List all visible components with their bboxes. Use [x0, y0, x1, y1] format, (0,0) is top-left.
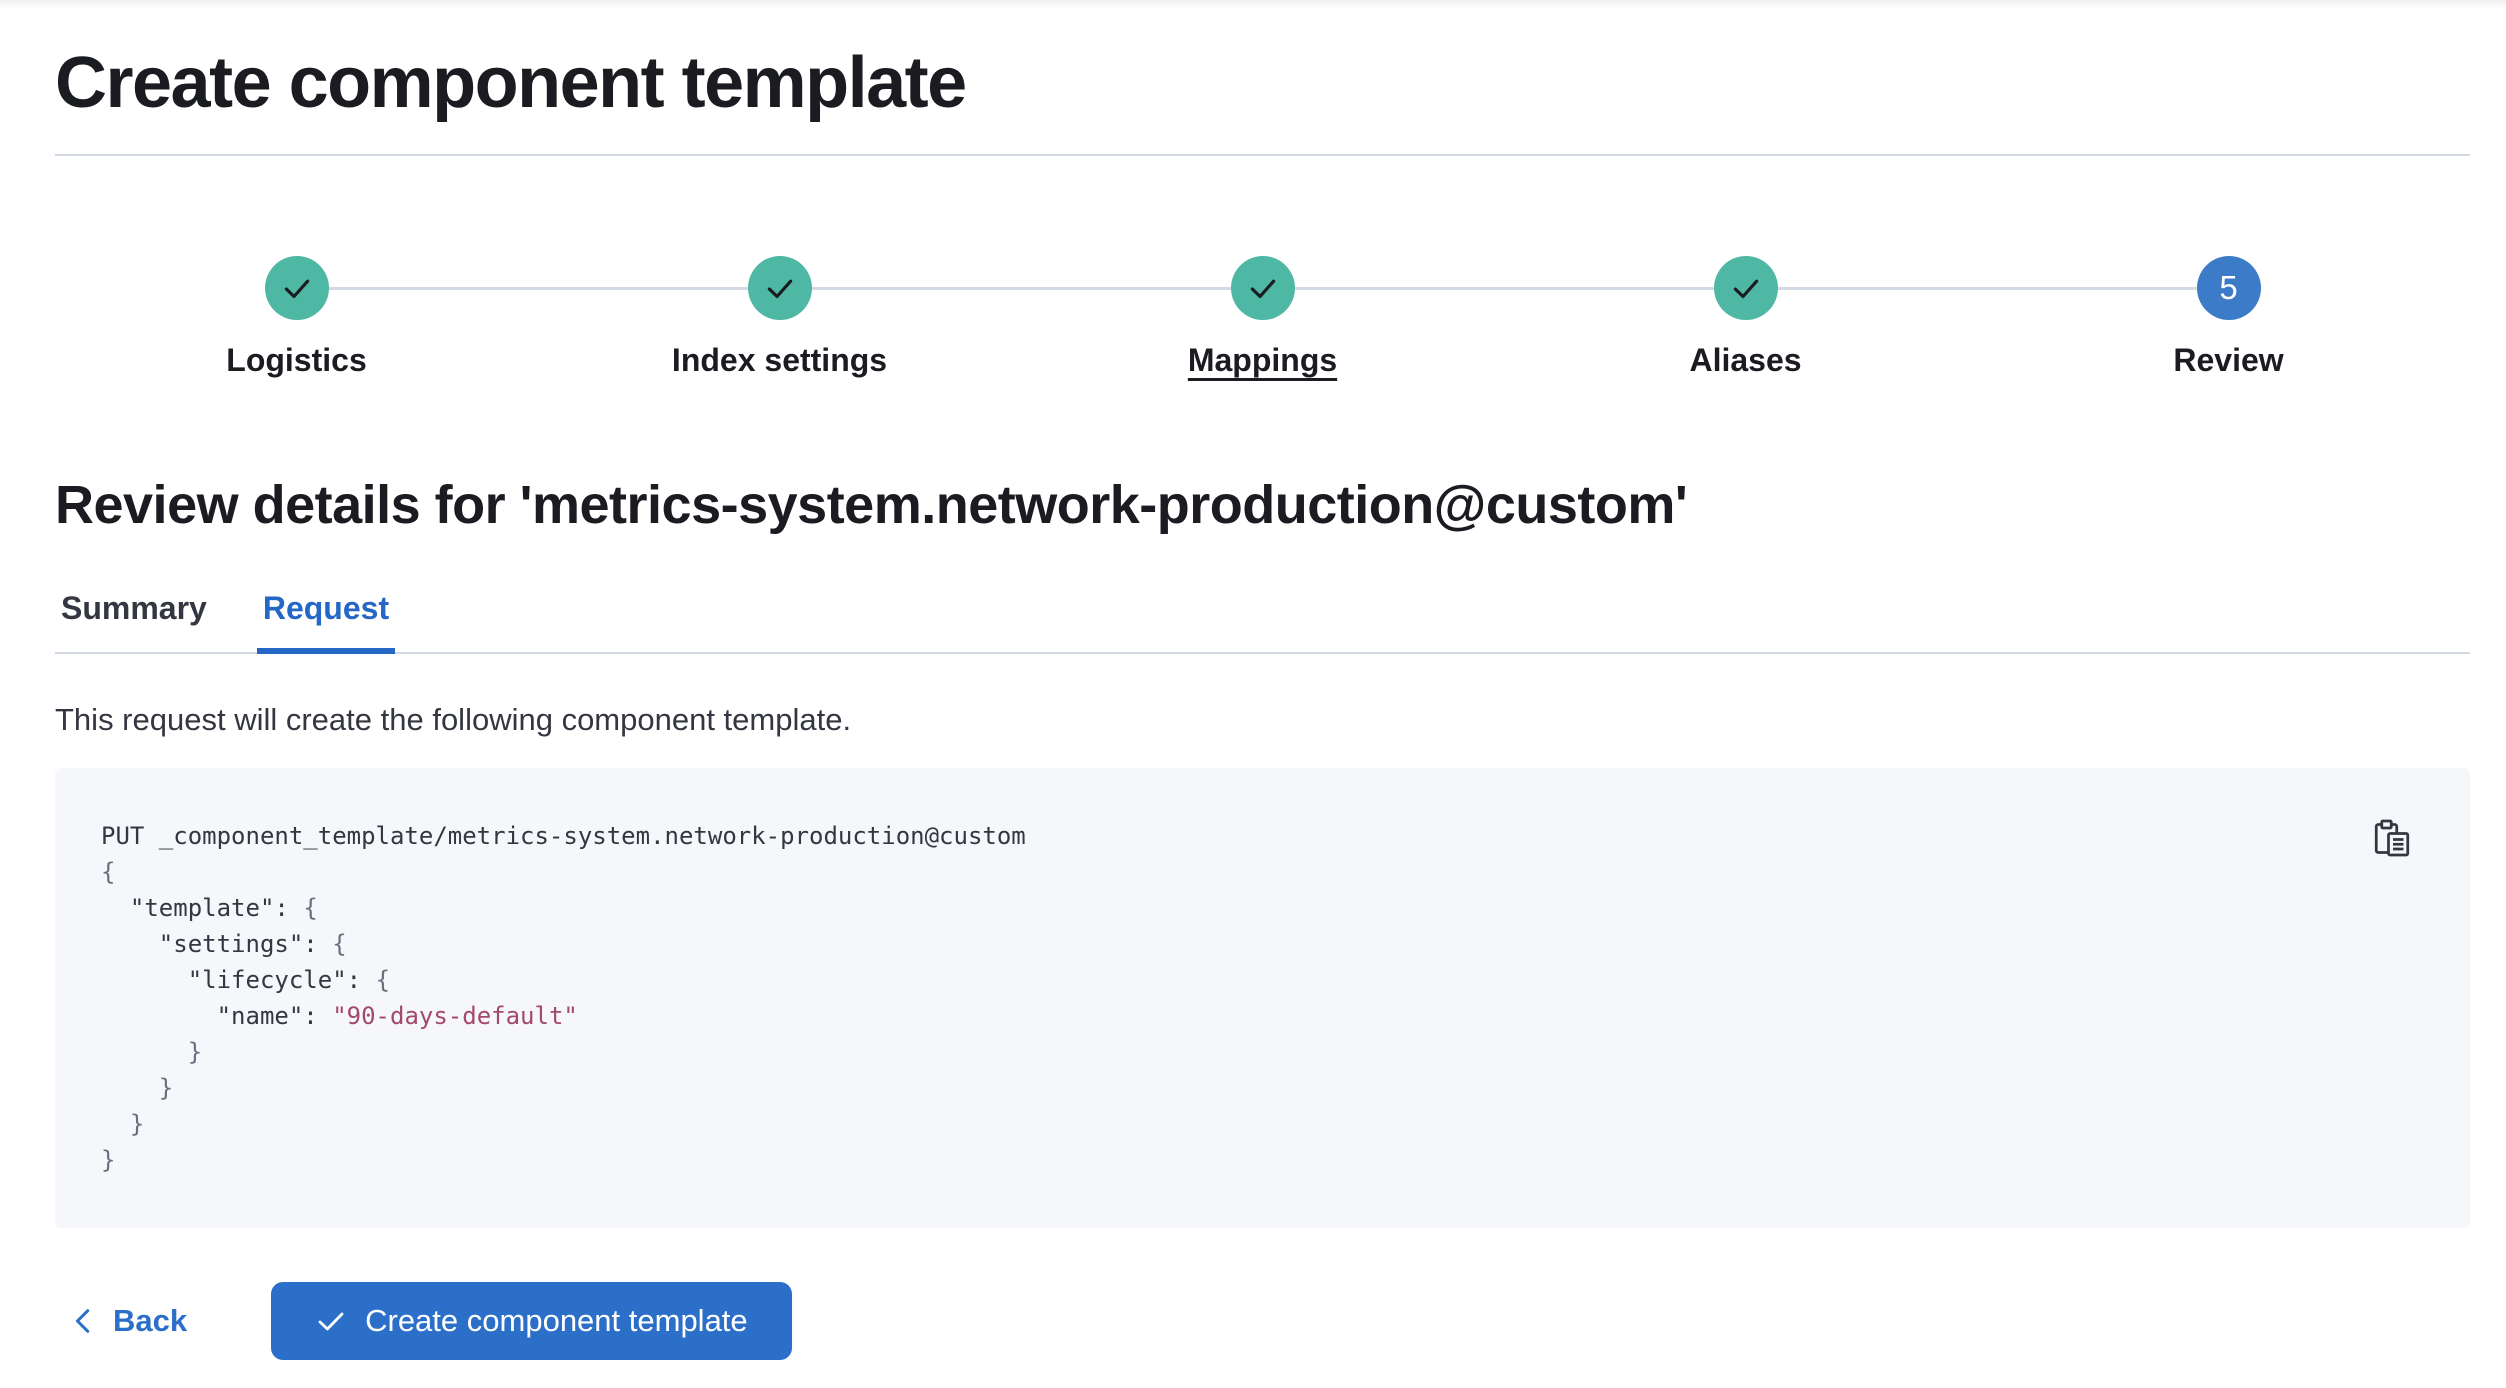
request-code: PUT _component_template/metrics-system.n… [101, 822, 1026, 1174]
check-icon [315, 1305, 347, 1337]
review-tabs: Summary Request [55, 588, 2470, 654]
chevron-left-icon [69, 1306, 99, 1336]
step-label: Logistics [226, 342, 367, 378]
step-label: Mappings [1187, 342, 1338, 378]
request-description: This request will create the following c… [55, 702, 852, 737]
create-component-template-page: Create component template Logistics Index… [0, 42, 2506, 1360]
check-icon [1230, 256, 1295, 320]
check-icon [264, 256, 329, 320]
step-label: Aliases [1689, 342, 1802, 378]
tab-request[interactable]: Request [256, 588, 396, 654]
stepper-step-aliases[interactable]: Aliases [1504, 256, 1987, 380]
check-icon [1713, 256, 1778, 320]
wizard-footer: Back Create component template [55, 1282, 2470, 1360]
window-top-edge [0, 0, 2506, 10]
check-icon [747, 256, 812, 320]
review-heading: Review details for 'metrics-system.netwo… [55, 475, 1688, 535]
step-label: Index settings [671, 342, 888, 378]
back-button-label: Back [113, 1303, 188, 1338]
stepper-step-index-settings[interactable]: Index settings [538, 256, 1021, 380]
create-component-template-label: Create component template [365, 1303, 748, 1338]
request-code-block: PUT _component_template/metrics-system.n… [55, 768, 2470, 1228]
step-number-badge: 5 [2196, 256, 2261, 320]
copy-button[interactable] [2372, 818, 2412, 858]
page-title: Create component template [55, 43, 967, 123]
back-button[interactable]: Back [55, 1303, 207, 1339]
stepper-step-mappings[interactable]: Mappings [1021, 256, 1504, 380]
create-component-template-button[interactable]: Create component template [271, 1282, 792, 1360]
tab-summary[interactable]: Summary [61, 590, 207, 626]
stepper-step-logistics[interactable]: Logistics [55, 256, 538, 380]
copy-clipboard-icon [2372, 819, 2412, 861]
step-label: Review [2173, 342, 2284, 378]
title-divider [55, 154, 2470, 156]
